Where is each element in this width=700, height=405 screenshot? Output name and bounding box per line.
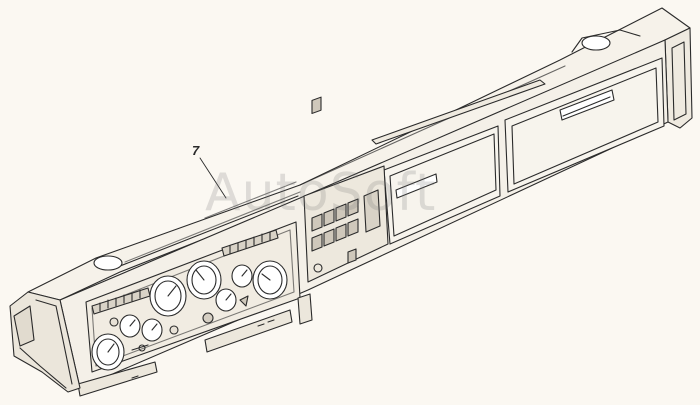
callout-leader xyxy=(199,157,227,199)
watermark-text: AutoSoft xyxy=(205,163,437,223)
pressure-gauge-large xyxy=(252,260,288,300)
glovebox-middle xyxy=(383,125,501,245)
switch-row-2 xyxy=(311,218,359,252)
glovebox-handle xyxy=(559,89,615,121)
callout-label-7: 7 xyxy=(192,143,200,158)
fuel-gauge xyxy=(91,333,125,371)
lower-bracket-left xyxy=(77,361,158,397)
top-boss-left xyxy=(93,255,123,271)
lower-bracket-center xyxy=(204,309,293,353)
middle-handle xyxy=(395,173,438,199)
hazard-switch xyxy=(363,189,381,233)
tachometer-gauge xyxy=(186,260,222,300)
light-switch-knob xyxy=(202,312,214,324)
switch-row-upper xyxy=(311,96,322,115)
indicator-knob-1 xyxy=(109,317,119,327)
switch-row-1 xyxy=(311,198,359,232)
indicator-knob-2 xyxy=(169,325,179,335)
small-gauge-1 xyxy=(119,314,141,338)
small-gauge-2 xyxy=(141,318,163,342)
top-rib xyxy=(371,79,546,145)
glovebox-right xyxy=(504,57,665,193)
center-knob xyxy=(313,263,323,273)
speedometer-gauge xyxy=(149,275,187,317)
right-end-cap xyxy=(664,27,693,129)
lamp-strip-right xyxy=(221,229,279,257)
small-gauge-3 xyxy=(215,288,237,312)
top-boss-right xyxy=(581,35,611,51)
small-gauge-4 xyxy=(231,264,253,288)
